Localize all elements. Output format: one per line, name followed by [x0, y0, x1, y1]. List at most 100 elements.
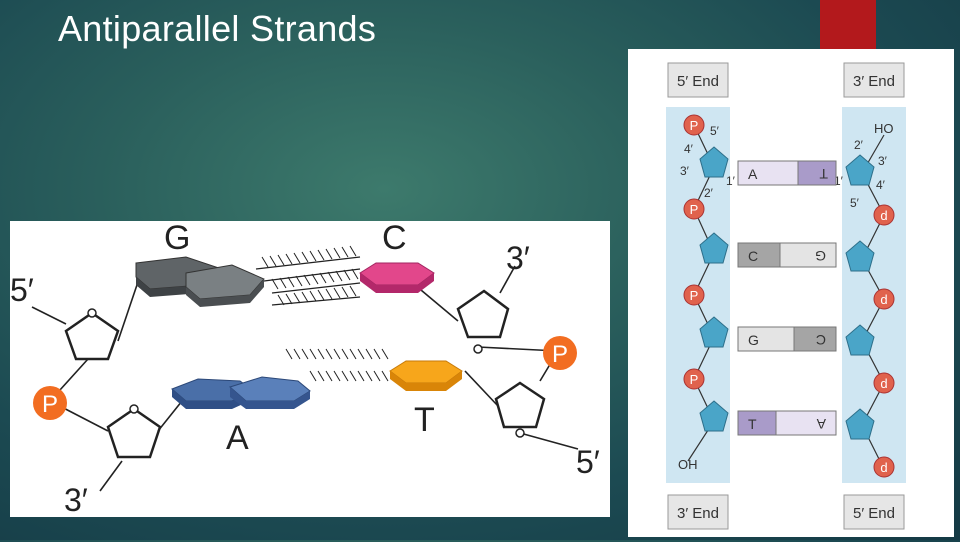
sugar: [845, 408, 875, 440]
hydrogen-bond-ticks: [271, 268, 359, 290]
label-c: C: [382, 221, 407, 257]
svg-text:P: P: [690, 202, 699, 217]
base-pair-2: C G: [737, 242, 837, 268]
base-pair-4: T A: [737, 410, 837, 436]
sugar-oxygen: [515, 428, 525, 438]
sugar-ring: [494, 381, 546, 429]
hydrogen-bond-ticks: [285, 348, 389, 360]
hydrogen-bond: [255, 256, 361, 270]
svg-text:1′: 1′: [834, 174, 844, 188]
sugar: [845, 324, 875, 356]
hydrogen-bonds-gc-ticks: [261, 245, 359, 306]
backbone-line: [117, 275, 141, 342]
ladder-diagram: 5′ End 3′ End 3′ End 5′ End P P P P: [666, 62, 906, 530]
svg-text:4′: 4′: [684, 142, 694, 156]
svg-text:P: P: [42, 391, 58, 418]
svg-text:d: d: [880, 460, 887, 475]
base-right-label: A: [816, 416, 826, 432]
left-sugars: [699, 146, 729, 432]
backbone-line: [464, 370, 499, 407]
sugar-ring: [106, 407, 162, 459]
svg-text:5′ End: 5′ End: [677, 73, 719, 90]
svg-text:2′: 2′: [854, 138, 864, 152]
label-3-prime-top: 3′: [506, 240, 530, 276]
base-right-label: T: [819, 166, 828, 182]
svg-text:3′: 3′: [680, 164, 690, 178]
svg-text:P: P: [552, 341, 568, 368]
label-5-prime-bottom: 5′: [576, 444, 600, 480]
sugar-ring: [64, 311, 120, 361]
svg-text:5′: 5′: [710, 124, 720, 138]
right-sugars: [845, 154, 875, 440]
base-left-label: C: [748, 248, 758, 264]
hydrogen-bond: [271, 282, 361, 294]
hydrogen-bond-ticks: [277, 285, 357, 306]
label-g: G: [164, 221, 190, 257]
base-pair-3: G C: [737, 326, 837, 352]
end-box-bottom-right: 5′ End: [843, 494, 905, 530]
label-3-prime-bottom: 3′: [64, 482, 88, 517]
sugar-oxygen: [473, 344, 483, 354]
svg-text:5′ End: 5′ End: [853, 505, 895, 522]
carbon-labels: 5′ 4′ 3′ 2′ 1′ 2′ 3′ 1′ 4′ 5′: [680, 124, 888, 210]
thymine-base: [389, 360, 463, 391]
base-left-label: A: [748, 166, 758, 182]
left-phosphates: P P P P: [683, 114, 705, 390]
svg-text:4′: 4′: [876, 178, 886, 192]
svg-text:P: P: [690, 118, 699, 133]
svg-text:P: P: [690, 288, 699, 303]
backbone-lines: [31, 265, 579, 492]
base-left-label: T: [748, 416, 757, 432]
guanine-base: [135, 256, 265, 307]
sugar-rings: [64, 289, 546, 459]
hydrogen-bonds-at-ticks: [285, 348, 389, 382]
antiparallel-diagram-panel: P P G C A T 5′ 3′ 3′ 5′: [10, 219, 610, 518]
sugar: [699, 146, 729, 178]
svg-text:5′: 5′: [850, 196, 860, 210]
svg-text:P: P: [690, 372, 699, 387]
svg-text:3′ End: 3′ End: [853, 73, 895, 90]
label-a: A: [226, 419, 249, 457]
cytosine-base: [359, 262, 435, 293]
base-right-label: C: [816, 332, 826, 348]
phosphate-right: P: [543, 336, 577, 370]
hydrogen-bond-ticks: [261, 245, 357, 268]
hydrogen-bond: [263, 268, 361, 282]
base-left-label: G: [748, 332, 759, 348]
phosphate-left: P: [33, 386, 67, 420]
ladder-diagram-panel: 5′ End 3′ End 3′ End 5′ End P P P P: [628, 49, 954, 537]
svg-text:3′: 3′: [878, 154, 888, 168]
sugar: [699, 232, 729, 264]
backbone-line: [99, 460, 123, 492]
end-box-top-right: 3′ End: [843, 62, 905, 98]
svg-text:1′: 1′: [726, 174, 736, 188]
svg-text:d: d: [880, 376, 887, 391]
sugar: [699, 316, 729, 348]
oh-label: OH: [678, 457, 698, 472]
hydrogen-bond-ticks: [309, 370, 389, 382]
backbone-line: [414, 284, 459, 322]
sugar-oxygens: [87, 308, 525, 438]
label-5-prime-top: 5′: [10, 272, 34, 308]
svg-text:2′: 2′: [704, 186, 714, 200]
base-right-label: G: [815, 248, 826, 264]
base-pair-1: A T: [737, 160, 837, 186]
antiparallel-diagram: P P G C A T 5′ 3′ 3′ 5′: [10, 219, 600, 518]
backbone-line: [31, 306, 67, 325]
svg-text:3′ End: 3′ End: [677, 505, 719, 522]
sugar: [845, 240, 875, 272]
sugar: [845, 154, 875, 186]
sugar-oxygen: [129, 404, 139, 414]
svg-text:d: d: [880, 208, 887, 223]
accent-tab: [820, 0, 876, 50]
right-deoxy-markers: d d d d: [873, 204, 895, 478]
ho-label: HO: [874, 121, 894, 136]
sugar-ring: [456, 289, 510, 339]
sugar: [699, 400, 729, 432]
end-box-top-left: 5′ End: [667, 62, 729, 98]
backbone-line: [499, 265, 516, 294]
backbone-line: [519, 432, 579, 450]
end-box-bottom-left: 3′ End: [667, 494, 729, 530]
svg-text:d: d: [880, 292, 887, 307]
slide-title: Antiparallel Strands: [58, 8, 377, 49]
